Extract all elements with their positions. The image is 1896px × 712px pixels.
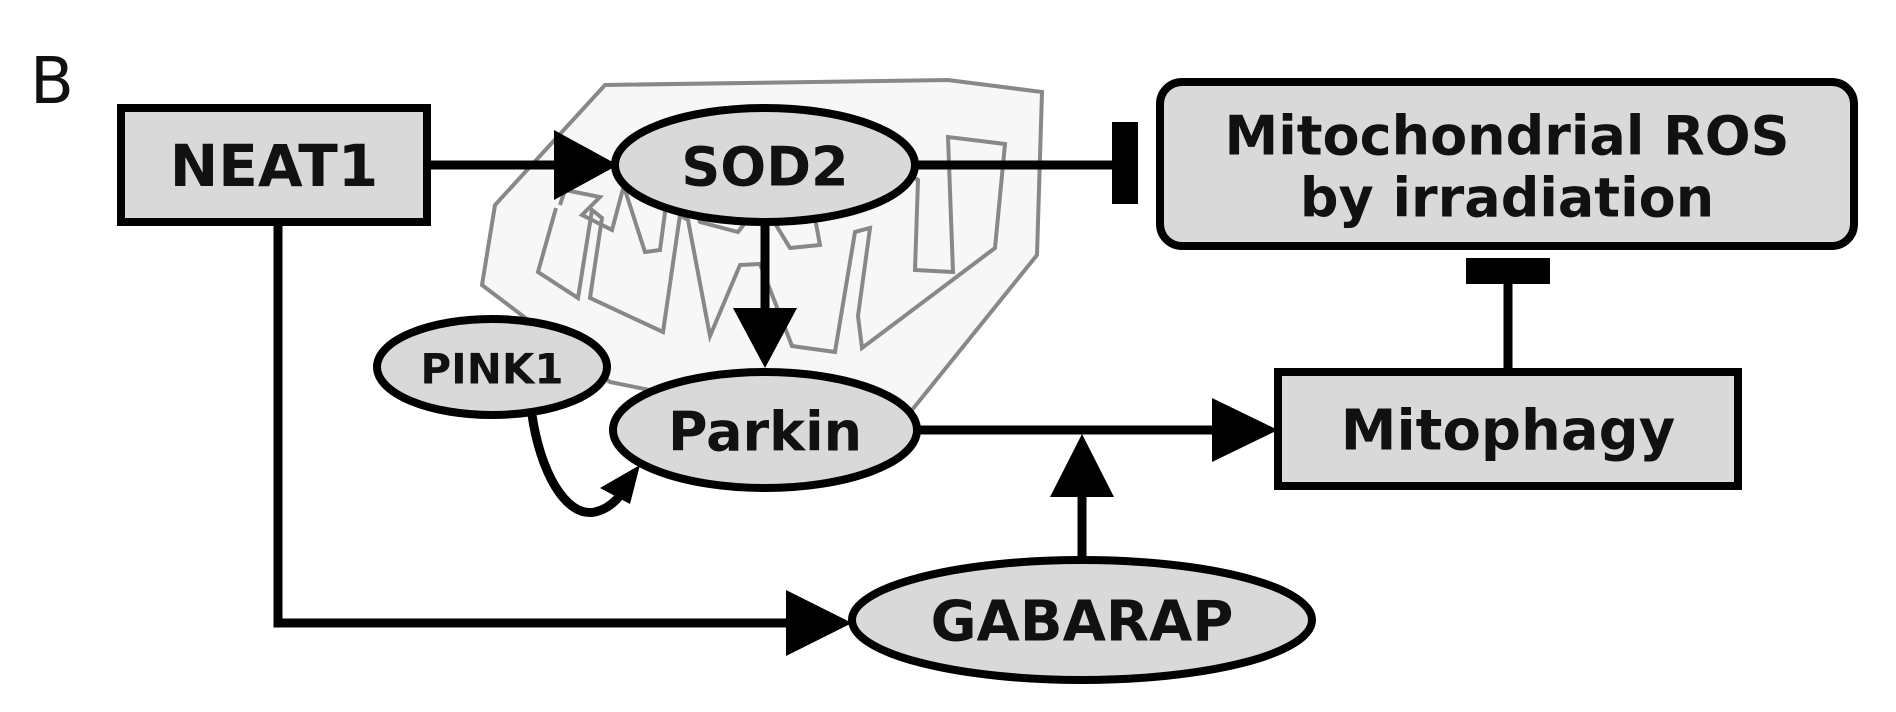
- neat1-box: [117, 104, 431, 226]
- node-parkin: Parkin: [609, 368, 921, 492]
- mitophagy-box: [1274, 368, 1742, 490]
- arrowhead-parkin-top: [733, 308, 797, 368]
- parkin-ellipse: [609, 368, 921, 492]
- arrowhead-gabarap-up: [1050, 434, 1114, 497]
- neat1-label: NEAT1: [170, 132, 378, 200]
- mitochondrial-ros-box: [1156, 78, 1858, 250]
- parkin-label: Parkin: [668, 401, 862, 464]
- sod2-ellipse: [611, 104, 919, 226]
- mitochondrial-ros-label-line2: by irradiation: [1300, 167, 1714, 230]
- sod2-label: SOD2: [681, 136, 848, 199]
- inhibition-bar-ros-bottom: [1466, 258, 1550, 284]
- edge-neat1-gabarap: [273, 222, 792, 628]
- gabarap-label: GABARAP: [931, 590, 1234, 655]
- pink1-ellipse: [373, 315, 611, 419]
- arrowhead-sod2: [554, 130, 618, 200]
- gabarap-ellipse: [848, 556, 1316, 684]
- node-sod2: SOD2: [611, 104, 919, 226]
- mitophagy-label: Mitophagy: [1341, 399, 1676, 464]
- pink1-label: PINK1: [420, 345, 563, 394]
- edges: [273, 122, 1550, 656]
- mitochondrial-ros-label-line1: Mitochondrial ROS: [1224, 105, 1789, 168]
- node-gabarap: GABARAP: [848, 556, 1316, 684]
- mitochondrion-cristae: [535, 134, 1008, 355]
- node-pink1: PINK1: [373, 315, 611, 419]
- inhibition-bar-ros-left: [1112, 122, 1138, 204]
- arrowhead-gabarap: [786, 590, 852, 656]
- node-neat1: NEAT1: [117, 104, 431, 226]
- arrowhead-mitophagy: [1212, 398, 1278, 462]
- node-mitochondrial-ros: Mitochondrial ROS by irradiation: [1156, 78, 1858, 250]
- arrowhead-pink1-parkin: [600, 465, 640, 504]
- panel-label: B: [30, 45, 74, 119]
- node-mitophagy: Mitophagy: [1274, 368, 1742, 490]
